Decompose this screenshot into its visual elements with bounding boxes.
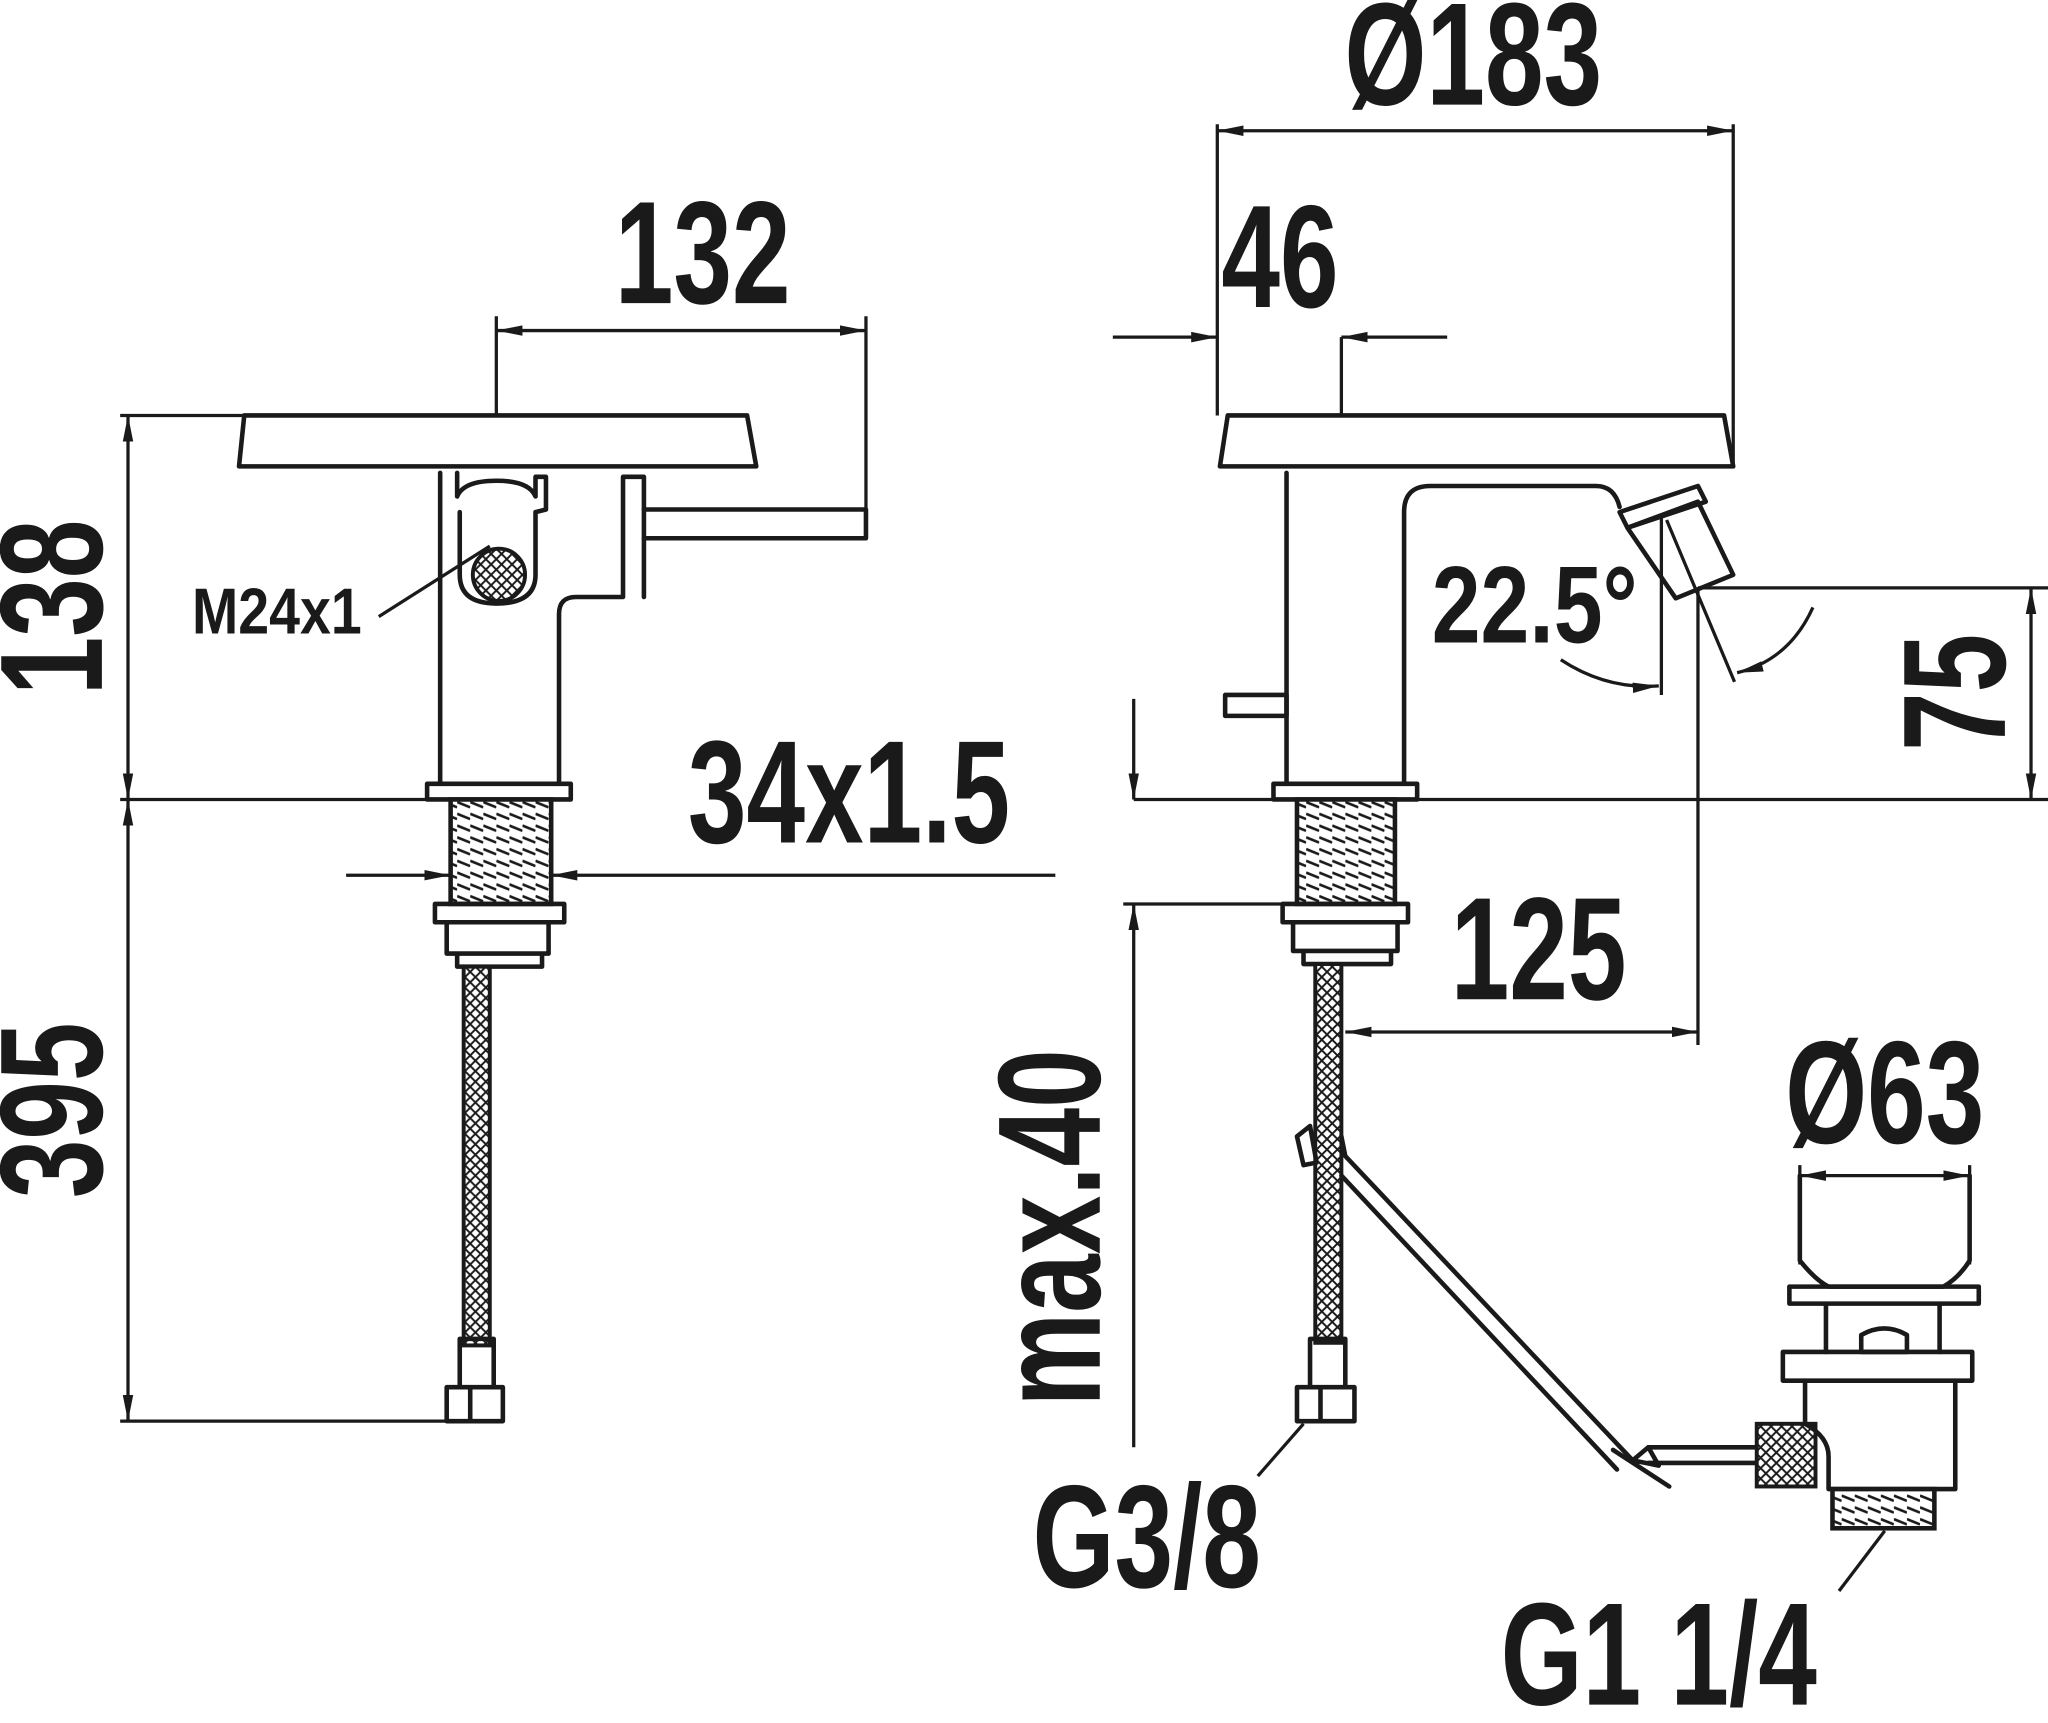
- aerator: [454, 470, 549, 606]
- dim-183-ext: [1215, 124, 1735, 468]
- tilted-lever: [1617, 483, 1736, 601]
- label-g38: G3/8: [1033, 1456, 1261, 1619]
- label-max40: max.40: [969, 1049, 1132, 1406]
- threaded-shank: [1294, 797, 1398, 907]
- rod-joint: [1610, 1445, 1672, 1489]
- dim-138-ext: [120, 413, 503, 1423]
- angle-arc: [1559, 658, 1659, 693]
- body: [437, 470, 647, 787]
- drain-thread: [1830, 1486, 1937, 1531]
- washer: [1290, 919, 1400, 967]
- hose-clip: [1294, 1123, 1319, 1168]
- side-view-right: 22.5° Ø183 46 75 125 max.40 G3/8: [969, 0, 2048, 1723]
- side-view-left: 132 138 395 34x1.5 M24x1: [0, 172, 1056, 1424]
- dim-63-ext: [1798, 1165, 1972, 1265]
- label-46: 46: [1221, 176, 1338, 339]
- mount-nut: [424, 781, 574, 802]
- label-m24x1: M24x1: [192, 574, 362, 647]
- lever: [641, 507, 869, 541]
- label-395: 395: [0, 1022, 134, 1198]
- drain-stem: [1823, 1301, 1942, 1355]
- drain-body: [1802, 1378, 1958, 1492]
- rod-connector: [1754, 1421, 1818, 1489]
- lock-nut: [1280, 901, 1411, 925]
- angle-arc-right: [1736, 606, 1815, 675]
- drain-nut: [1780, 1349, 1975, 1383]
- handle-plate: [1217, 413, 1736, 469]
- handle-plate: [236, 413, 759, 469]
- label-132: 132: [615, 172, 791, 335]
- g38-leader: [1256, 1422, 1305, 1478]
- label-34x1.5: 34x1.5: [688, 712, 1010, 875]
- label-dia-63: Ø63: [1785, 1012, 1984, 1175]
- washer: [444, 919, 551, 969]
- label-dia-183: Ø183: [1344, 0, 1602, 137]
- lock-nut: [432, 901, 567, 925]
- label-g114: G1 1/4: [1501, 1574, 1817, 1723]
- label-125: 125: [1451, 868, 1627, 1031]
- label-angle: 22.5°: [1432, 544, 1638, 667]
- drain-cap: [1797, 1173, 1972, 1289]
- dim-132-ext: [494, 316, 868, 510]
- supply-hose: [461, 964, 492, 1348]
- body: [1284, 470, 1622, 787]
- mount-nut: [1271, 781, 1420, 802]
- side-pin: [1222, 692, 1289, 719]
- threaded-shank: [448, 797, 554, 907]
- m24-leader: [377, 544, 491, 618]
- aerator-outlet: [470, 546, 528, 603]
- hose-fitting: [1294, 1336, 1357, 1424]
- drain-flange: [1787, 1284, 1982, 1306]
- label-75: 75: [1874, 634, 2037, 751]
- pull-rod: [1646, 1445, 1760, 1466]
- g114-leader: [1837, 1529, 1887, 1592]
- label-138: 138: [0, 520, 134, 696]
- supply-hose: [1313, 962, 1344, 1345]
- lever-axis: [1659, 516, 1737, 695]
- hose-fitting: [444, 1336, 506, 1424]
- drain-rod: [1339, 1134, 1635, 1472]
